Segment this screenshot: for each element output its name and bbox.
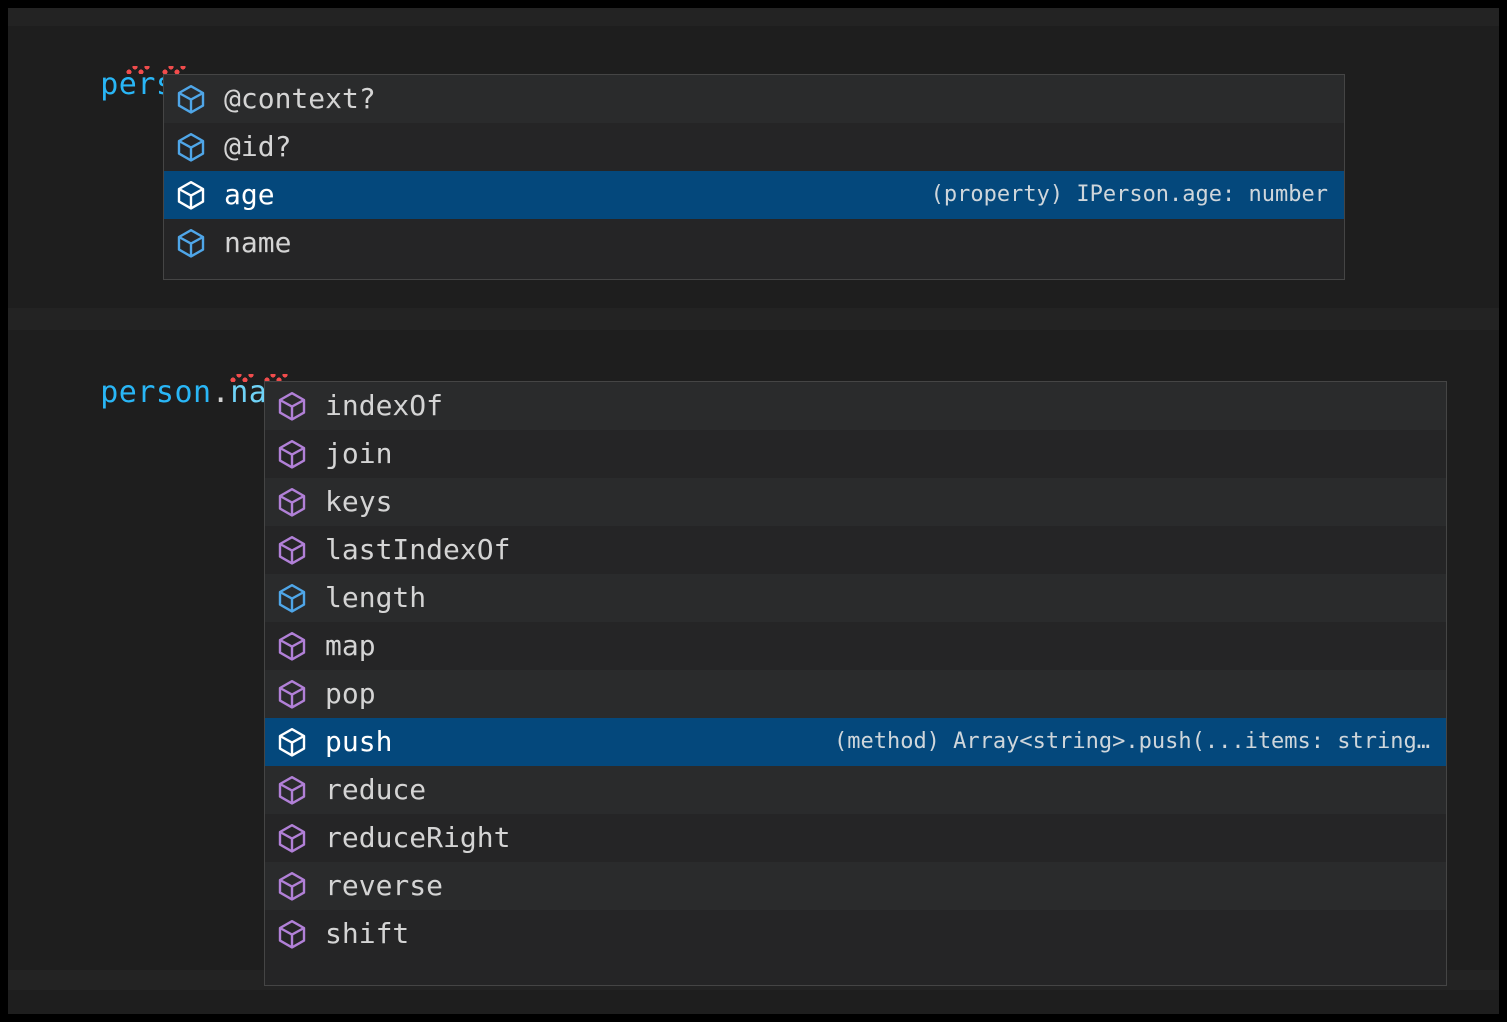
- suggest-item-label: pop: [325, 677, 376, 710]
- suggest-item-label: keys: [325, 485, 393, 518]
- suggest-item[interactable]: reduce: [265, 766, 1446, 814]
- suggest-item-detail: (method) Array<string>.push(...items: st…: [833, 729, 1430, 754]
- suggest-item-label: indexOf: [325, 389, 444, 422]
- code-editor[interactable]: person.; person.name.; @context?@id?age(…: [8, 8, 1499, 1014]
- method-cube-icon: [275, 677, 309, 711]
- editor-mid-band: [8, 308, 1499, 330]
- method-cube-icon: [275, 773, 309, 807]
- suggest-item[interactable]: indexOf: [265, 382, 1446, 430]
- method-cube-icon: [275, 821, 309, 855]
- property-cube-icon: [174, 178, 208, 212]
- suggest-item-label: push: [325, 725, 393, 758]
- suggest-item[interactable]: pop: [265, 670, 1446, 718]
- suggest-item-label: map: [325, 629, 376, 662]
- editor-top-band: [8, 8, 1499, 26]
- suggest-item[interactable]: length: [265, 574, 1446, 622]
- suggest-item-label: reduce: [325, 773, 427, 806]
- suggest-item-detail: (property) IPerson.age: number: [930, 182, 1328, 207]
- suggest-widget-1[interactable]: @context? @id? age (property) IPerson.age: …: [163, 74, 1345, 280]
- suggest-item[interactable]: shift: [265, 910, 1446, 958]
- method-cube-icon: [275, 533, 309, 567]
- suggest-item[interactable]: name: [164, 219, 1344, 267]
- property-cube-icon: [174, 82, 208, 116]
- property-cube-icon: [174, 130, 208, 164]
- suggest-item[interactable]: push (method) Array<string>.push(...items…: [265, 718, 1446, 766]
- suggest-item[interactable]: age (property) IPerson.age: number: [164, 171, 1344, 219]
- error-squiggle-icon: [162, 66, 186, 74]
- suggest-item-label: @context?: [224, 82, 376, 115]
- suggest-item[interactable]: map: [265, 622, 1446, 670]
- suggest-widget-2[interactable]: indexOf join keys lastIndexOf length map pop pu…: [264, 381, 1447, 986]
- suggest-item[interactable]: @context?: [164, 75, 1344, 123]
- suggest-item[interactable]: join: [265, 430, 1446, 478]
- suggest-item[interactable]: keys: [265, 478, 1446, 526]
- suggest-item-label: lastIndexOf: [325, 533, 511, 566]
- error-squiggle-icon: [264, 374, 288, 382]
- suggest-item-label: shift: [325, 917, 410, 950]
- suggest-item-label: reverse: [325, 869, 444, 902]
- suggest-item[interactable]: reduceRight: [265, 814, 1446, 862]
- method-cube-icon: [275, 485, 309, 519]
- method-cube-icon: [275, 869, 309, 903]
- code-token-dot: .: [211, 375, 231, 410]
- method-cube-icon: [275, 437, 309, 471]
- property-cube-icon: [174, 226, 208, 260]
- suggest-item-label: length: [325, 581, 427, 614]
- suggest-item[interactable]: lastIndexOf: [265, 526, 1446, 574]
- method-cube-icon: [275, 389, 309, 423]
- suggest-item-label: age: [224, 178, 275, 211]
- suggest-item[interactable]: reverse: [265, 862, 1446, 910]
- method-cube-icon: [275, 725, 309, 759]
- suggest-item-label: @id?: [224, 130, 292, 163]
- suggest-item[interactable]: @id?: [164, 123, 1344, 171]
- suggest-item-label: join: [325, 437, 393, 470]
- code-token-variable: person: [100, 375, 212, 410]
- property-cube-icon: [275, 581, 309, 615]
- error-squiggle-icon: [126, 66, 150, 74]
- method-cube-icon: [275, 917, 309, 951]
- method-cube-icon: [275, 629, 309, 663]
- suggest-item-label: reduceRight: [325, 821, 511, 854]
- error-squiggle-icon: [230, 374, 254, 382]
- suggest-item-label: name: [224, 226, 292, 259]
